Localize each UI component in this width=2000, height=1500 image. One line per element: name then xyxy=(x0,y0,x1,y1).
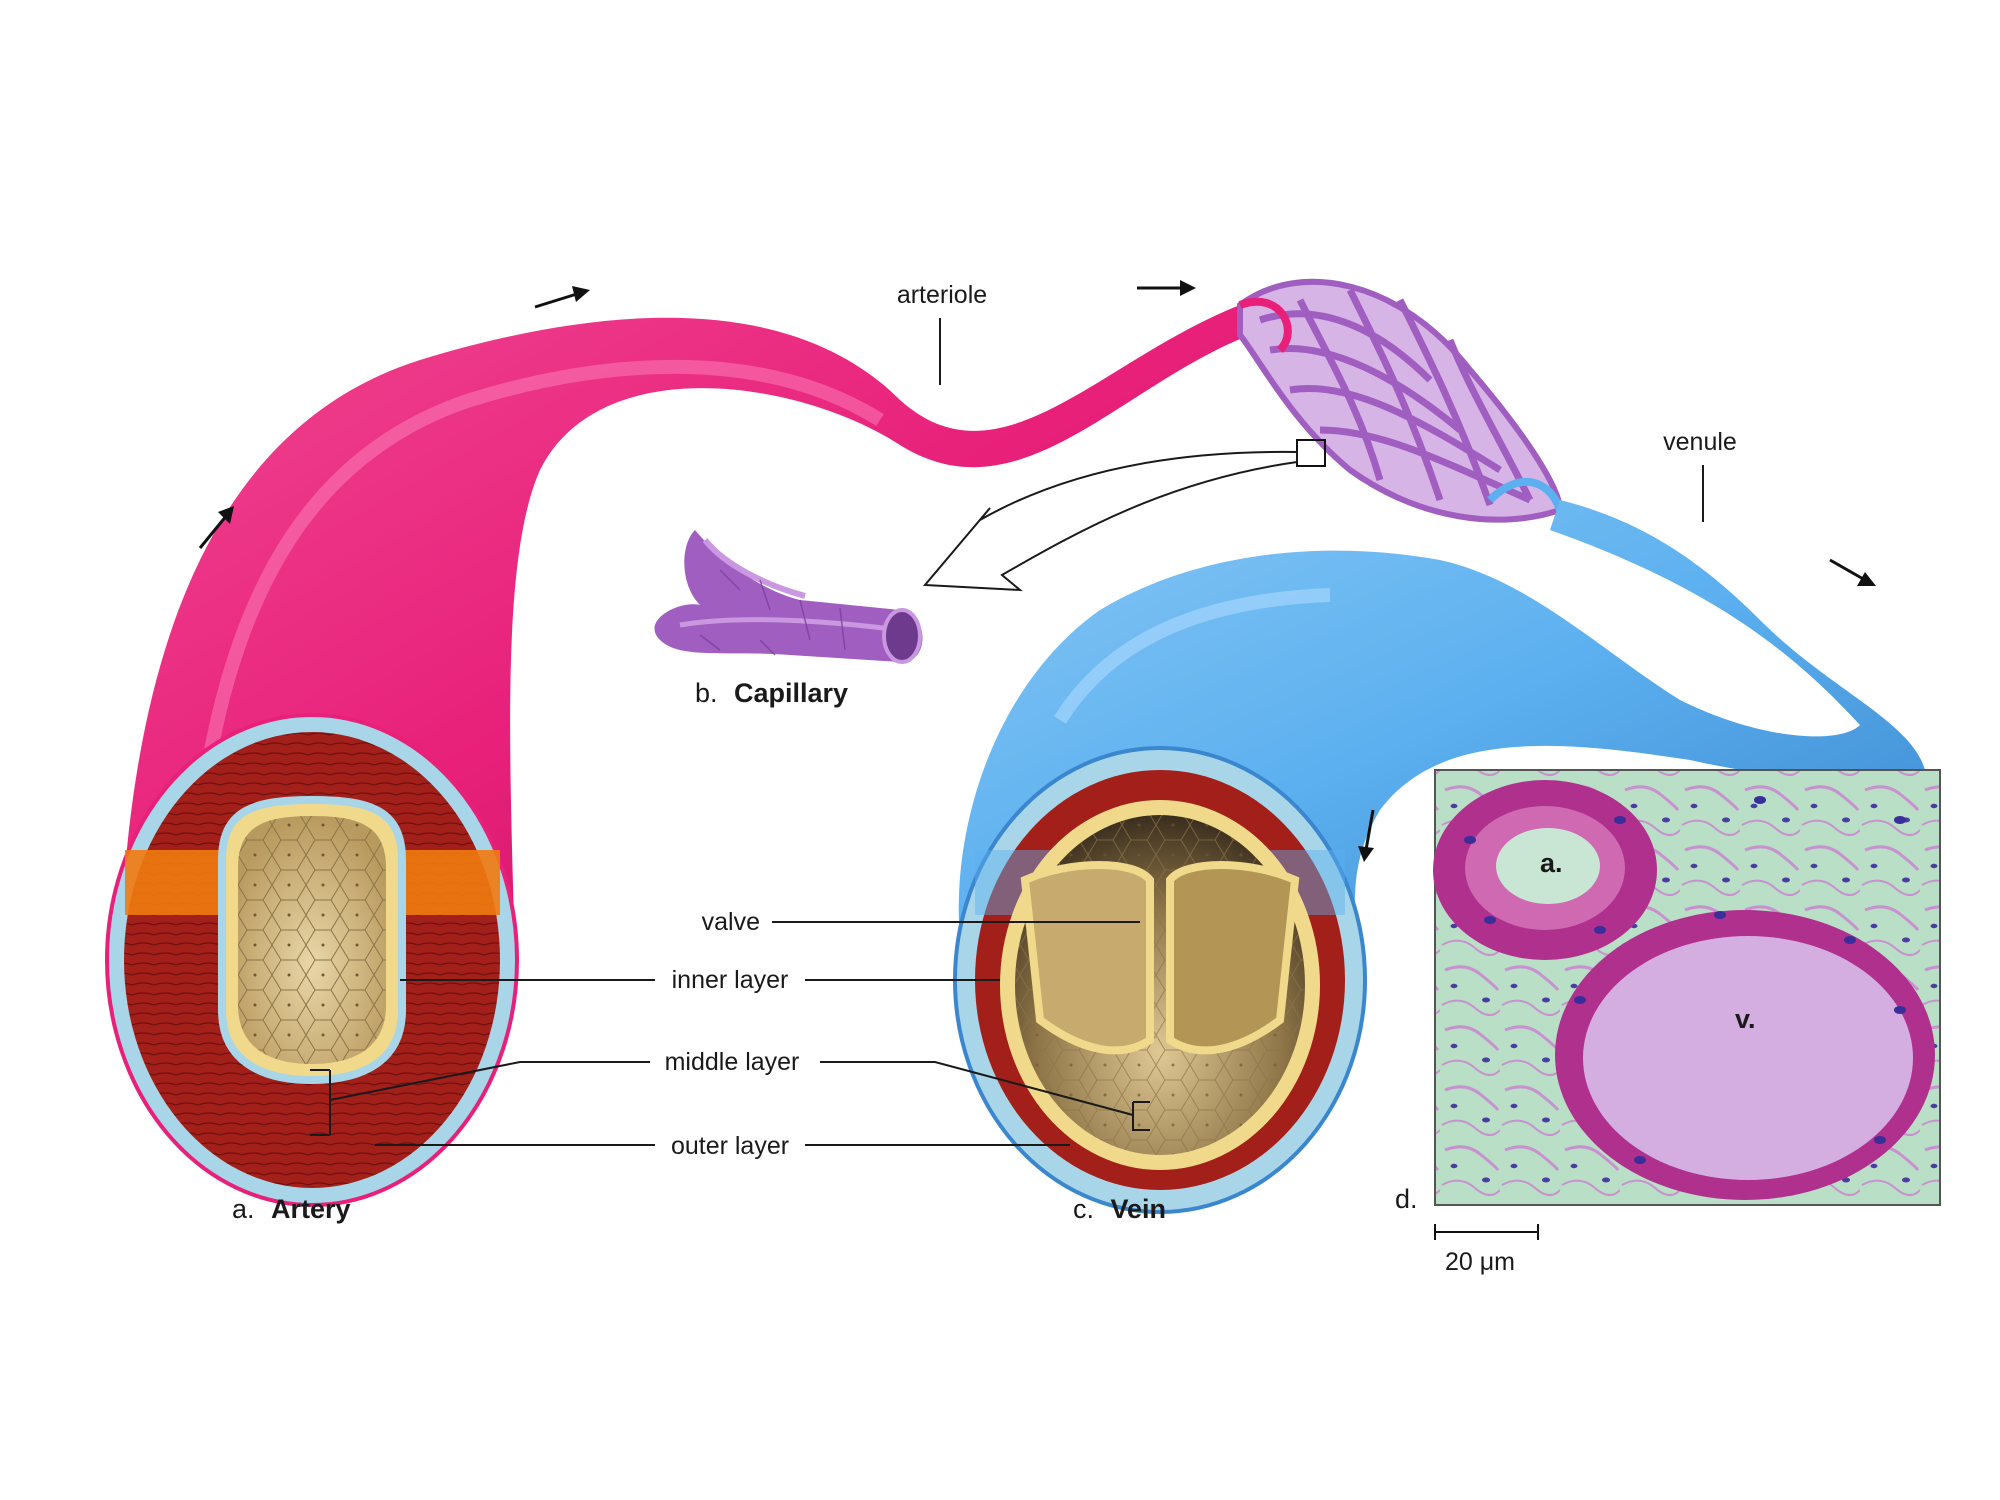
panel-b-letter: b. xyxy=(695,678,718,708)
vein-cross-section xyxy=(953,746,1367,1214)
outer-layer-label: outer layer xyxy=(671,1132,789,1160)
flow-arrow xyxy=(1358,809,1375,862)
flow-arrow xyxy=(198,506,234,549)
flow-arrow xyxy=(534,286,590,309)
flow-arrow xyxy=(1829,558,1876,586)
arteriole-label: arteriole xyxy=(897,281,987,309)
panel-b-name: Capillary xyxy=(734,678,848,708)
magnify-arrow xyxy=(922,450,1298,592)
micrograph-artery-mark: a. xyxy=(1540,848,1563,878)
artery-cross-section xyxy=(105,713,519,1207)
micrograph-vein-mark: v. xyxy=(1735,1004,1756,1034)
panel-c-name: Vein xyxy=(1110,1194,1166,1224)
leader-lines xyxy=(310,318,1704,1146)
scale-bar-label: 20 μm xyxy=(1445,1248,1515,1276)
scale-bar xyxy=(1434,1224,1539,1240)
panel-d-letter: d. xyxy=(1395,1184,1418,1214)
panel-a-caption: a. Artery xyxy=(232,1194,351,1224)
panel-c-caption: c. Vein xyxy=(1073,1194,1166,1224)
panel-a-letter: a. xyxy=(232,1194,255,1224)
middle-layer-label: middle layer xyxy=(665,1048,800,1076)
flow-arrows xyxy=(198,280,1876,862)
capillary-bed xyxy=(1237,278,1564,523)
micrograph xyxy=(1433,769,1941,1206)
panel-b-caption: b. Capillary xyxy=(695,678,848,708)
vein-valve xyxy=(1020,861,1300,1055)
venule-label: venule xyxy=(1663,428,1737,456)
panel-a-name: Artery xyxy=(271,1194,351,1224)
inner-layer-label: inner layer xyxy=(672,966,789,994)
capillary-closeup xyxy=(654,530,923,664)
valve-label: valve xyxy=(702,908,760,936)
panel-c-letter: c. xyxy=(1073,1194,1094,1224)
flow-arrow xyxy=(1137,280,1196,296)
